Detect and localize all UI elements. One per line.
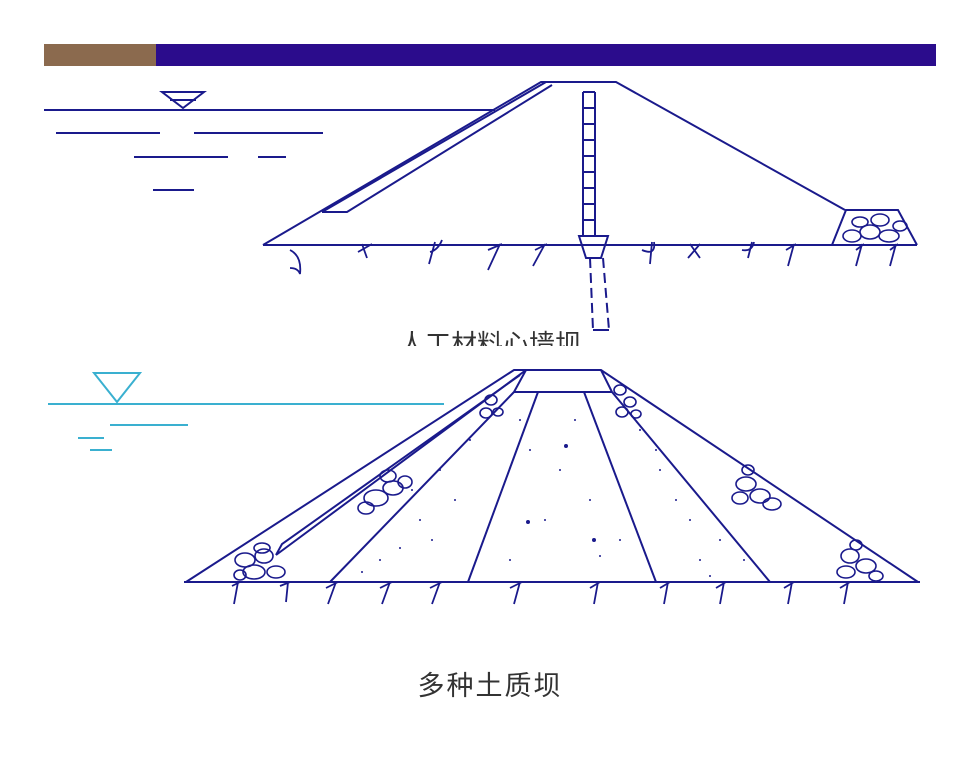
multi-soil-dam-figure	[48, 369, 920, 605]
cutoff-wall-right	[602, 257, 610, 331]
upstream-slope-protection	[321, 81, 547, 213]
zone-boundary	[611, 391, 771, 583]
header-bar-accent	[44, 44, 156, 66]
top-figure-caption: 人工材料心墙坝	[398, 330, 581, 346]
header-bar-main	[156, 44, 936, 66]
water-level-triangle-icon	[91, 372, 143, 404]
core-wall-base	[577, 235, 610, 259]
header-bar	[44, 44, 936, 66]
core-wall-dam-figure	[44, 81, 918, 331]
soil-stipple	[361, 419, 745, 577]
bottom-figure-caption: 多种土质坝	[417, 671, 563, 702]
ground-hatching	[231, 581, 851, 605]
slope-protection-end	[322, 84, 553, 213]
zone-boundary	[583, 391, 657, 583]
dam-crest-inner	[513, 369, 527, 393]
zone-boundary	[467, 391, 539, 583]
cutoff-wall-left	[589, 257, 594, 331]
zone-boundary	[329, 391, 515, 583]
rock-riprap	[233, 384, 884, 582]
toe-drain-rocks	[842, 213, 908, 243]
ground-hatching	[289, 239, 899, 275]
dam-outline	[185, 369, 919, 583]
dam-outline	[262, 81, 846, 246]
